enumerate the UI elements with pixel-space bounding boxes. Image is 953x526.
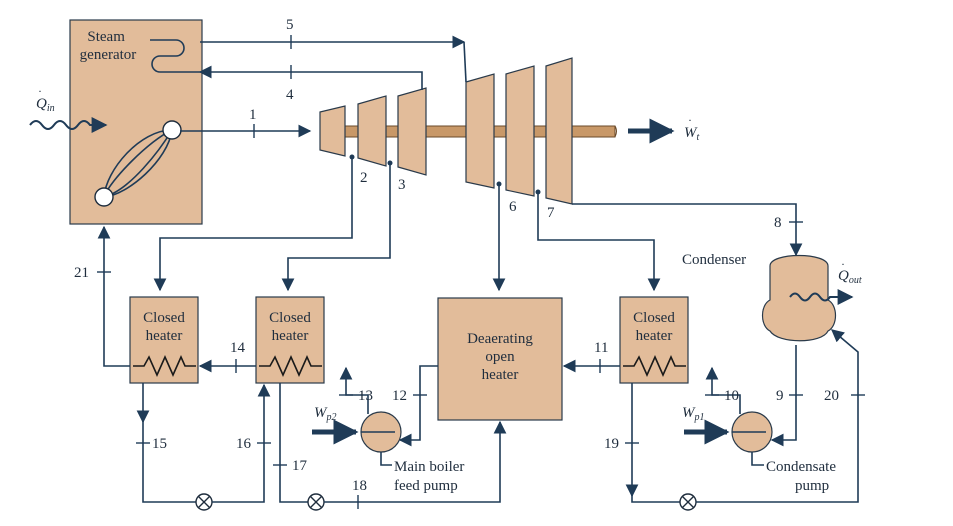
- w-t-dot: ·: [688, 113, 692, 127]
- line-15: [142, 420, 196, 503]
- condenser-label: Condenser: [682, 252, 746, 268]
- q-in-dot: ·: [38, 84, 42, 98]
- w-p2-label: Wp2: [314, 405, 337, 423]
- w-t-label: Wt: [684, 125, 700, 143]
- line-21: [97, 225, 130, 367]
- state-19-label: 19: [604, 436, 619, 452]
- state-8-label: 8: [774, 215, 782, 231]
- state-16-label: 16: [236, 436, 252, 452]
- line-12: [398, 365, 438, 447]
- state-3-label: 3: [398, 177, 406, 193]
- steam-generator-label: Steam generator: [80, 29, 137, 63]
- trap-2: [307, 493, 325, 511]
- line-13: [339, 366, 369, 414]
- line-5-drop: [463, 41, 467, 83]
- line-8: [572, 203, 803, 257]
- state-20-label: 20: [824, 388, 839, 404]
- turbine-train: Wt ·: [319, 57, 700, 205]
- state-4-label: 4: [286, 87, 294, 103]
- lp-turbine-stage-3: [545, 57, 573, 205]
- reheater-coil: [150, 39, 200, 73]
- steam-generator-label-text: Steam: [87, 29, 125, 45]
- water-drum: [94, 187, 114, 207]
- q-out-dot: ·: [841, 257, 845, 271]
- state-1-label: 1: [249, 107, 257, 123]
- state-2-label: 2: [360, 170, 368, 186]
- heater-1-coil: [133, 355, 196, 377]
- line-9: [770, 345, 797, 447]
- state-11-label: 11: [594, 340, 608, 356]
- state-7-label: 7: [547, 205, 555, 221]
- state-6-label: 6: [509, 199, 517, 215]
- state-13-label: 13: [358, 388, 373, 404]
- line-17: [279, 383, 308, 503]
- hp-turbine-stage-3: [397, 87, 427, 176]
- state-9-label: 9: [776, 388, 784, 404]
- trap-3: [679, 493, 697, 511]
- lp-turbine-stage-1: [465, 73, 495, 189]
- line-16: [212, 383, 271, 503]
- lp-turbine-stage-2: [505, 65, 535, 197]
- state-17-label: 17: [292, 458, 308, 474]
- steam-generator: Steam generator Qin ·: [29, 19, 203, 225]
- heater-2-coil: [259, 355, 322, 377]
- line-19: [631, 494, 680, 503]
- hp-turbine-stage-2: [357, 95, 387, 167]
- heater-3-coil: [623, 355, 686, 377]
- q-in-label: Qin: [36, 96, 55, 114]
- state-18-label: 18: [352, 478, 367, 494]
- heat-input-arrow: [29, 117, 108, 133]
- steam-drum: [162, 120, 182, 140]
- state-21-label: 21: [74, 265, 89, 281]
- line-18: [324, 420, 507, 503]
- heat-output-arrow: [789, 289, 854, 305]
- line-3: [281, 163, 391, 292]
- state-15-label: 15: [152, 436, 167, 452]
- w-p1-label: Wp1: [682, 405, 705, 423]
- boiler-tube-bundle: [94, 120, 182, 207]
- line-10: [705, 366, 741, 414]
- line-7: [537, 192, 661, 292]
- trap-1: [195, 493, 213, 511]
- state-14-label: 14: [230, 340, 246, 356]
- line-20: [696, 329, 859, 503]
- line-4: [198, 65, 423, 90]
- state-5-label: 5: [286, 17, 294, 33]
- q-out-label: Qout: [838, 268, 862, 286]
- line-2: [153, 157, 353, 292]
- state-12-label: 12: [392, 388, 407, 404]
- hp-turbine-stage-1: [319, 105, 346, 157]
- state-10-label: 10: [724, 388, 739, 404]
- condenser: Condenser Qout ·: [682, 252, 862, 342]
